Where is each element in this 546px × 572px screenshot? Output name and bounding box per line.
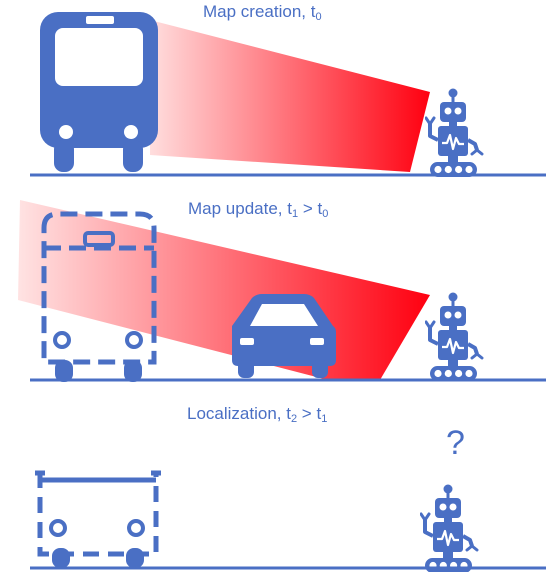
bus-wheels	[49, 519, 145, 568]
bus-icon	[35, 470, 161, 557]
title-subscript: 1	[291, 208, 299, 220]
bus-icon	[41, 211, 157, 365]
car-icon	[232, 294, 336, 378]
robot-icon	[425, 88, 484, 179]
title-subscript: 0	[322, 208, 329, 220]
panel-map-update	[18, 200, 546, 383]
title-text-mid: > t	[298, 199, 323, 218]
title-text: Map creation, t	[203, 2, 316, 21]
lidar-beam-icon	[150, 20, 430, 172]
title-subscript: 1	[321, 413, 328, 425]
question-mark-icon: ?	[446, 424, 465, 462]
panel-title-localization: Localization, t2 > t1	[187, 404, 327, 425]
panel-localization	[30, 470, 546, 572]
title-text: Localization, t	[187, 404, 291, 423]
panel-map-creation	[30, 12, 546, 179]
bus-icon	[40, 12, 158, 172]
bus-wheels	[53, 331, 143, 382]
robot-icon	[425, 292, 484, 383]
robot-icon	[420, 484, 479, 572]
title-text-mid: > t	[297, 404, 322, 423]
bus-door-marker	[83, 231, 115, 247]
title-text: Map update, t	[188, 199, 292, 218]
panel-title-map-update: Map update, t1 > t0	[188, 199, 328, 220]
lidar-beam-icon	[18, 200, 430, 380]
title-subscript: 2	[290, 413, 298, 425]
panel-title-map-creation: Map creation, t0	[203, 2, 322, 23]
title-subscript: 0	[315, 11, 322, 23]
